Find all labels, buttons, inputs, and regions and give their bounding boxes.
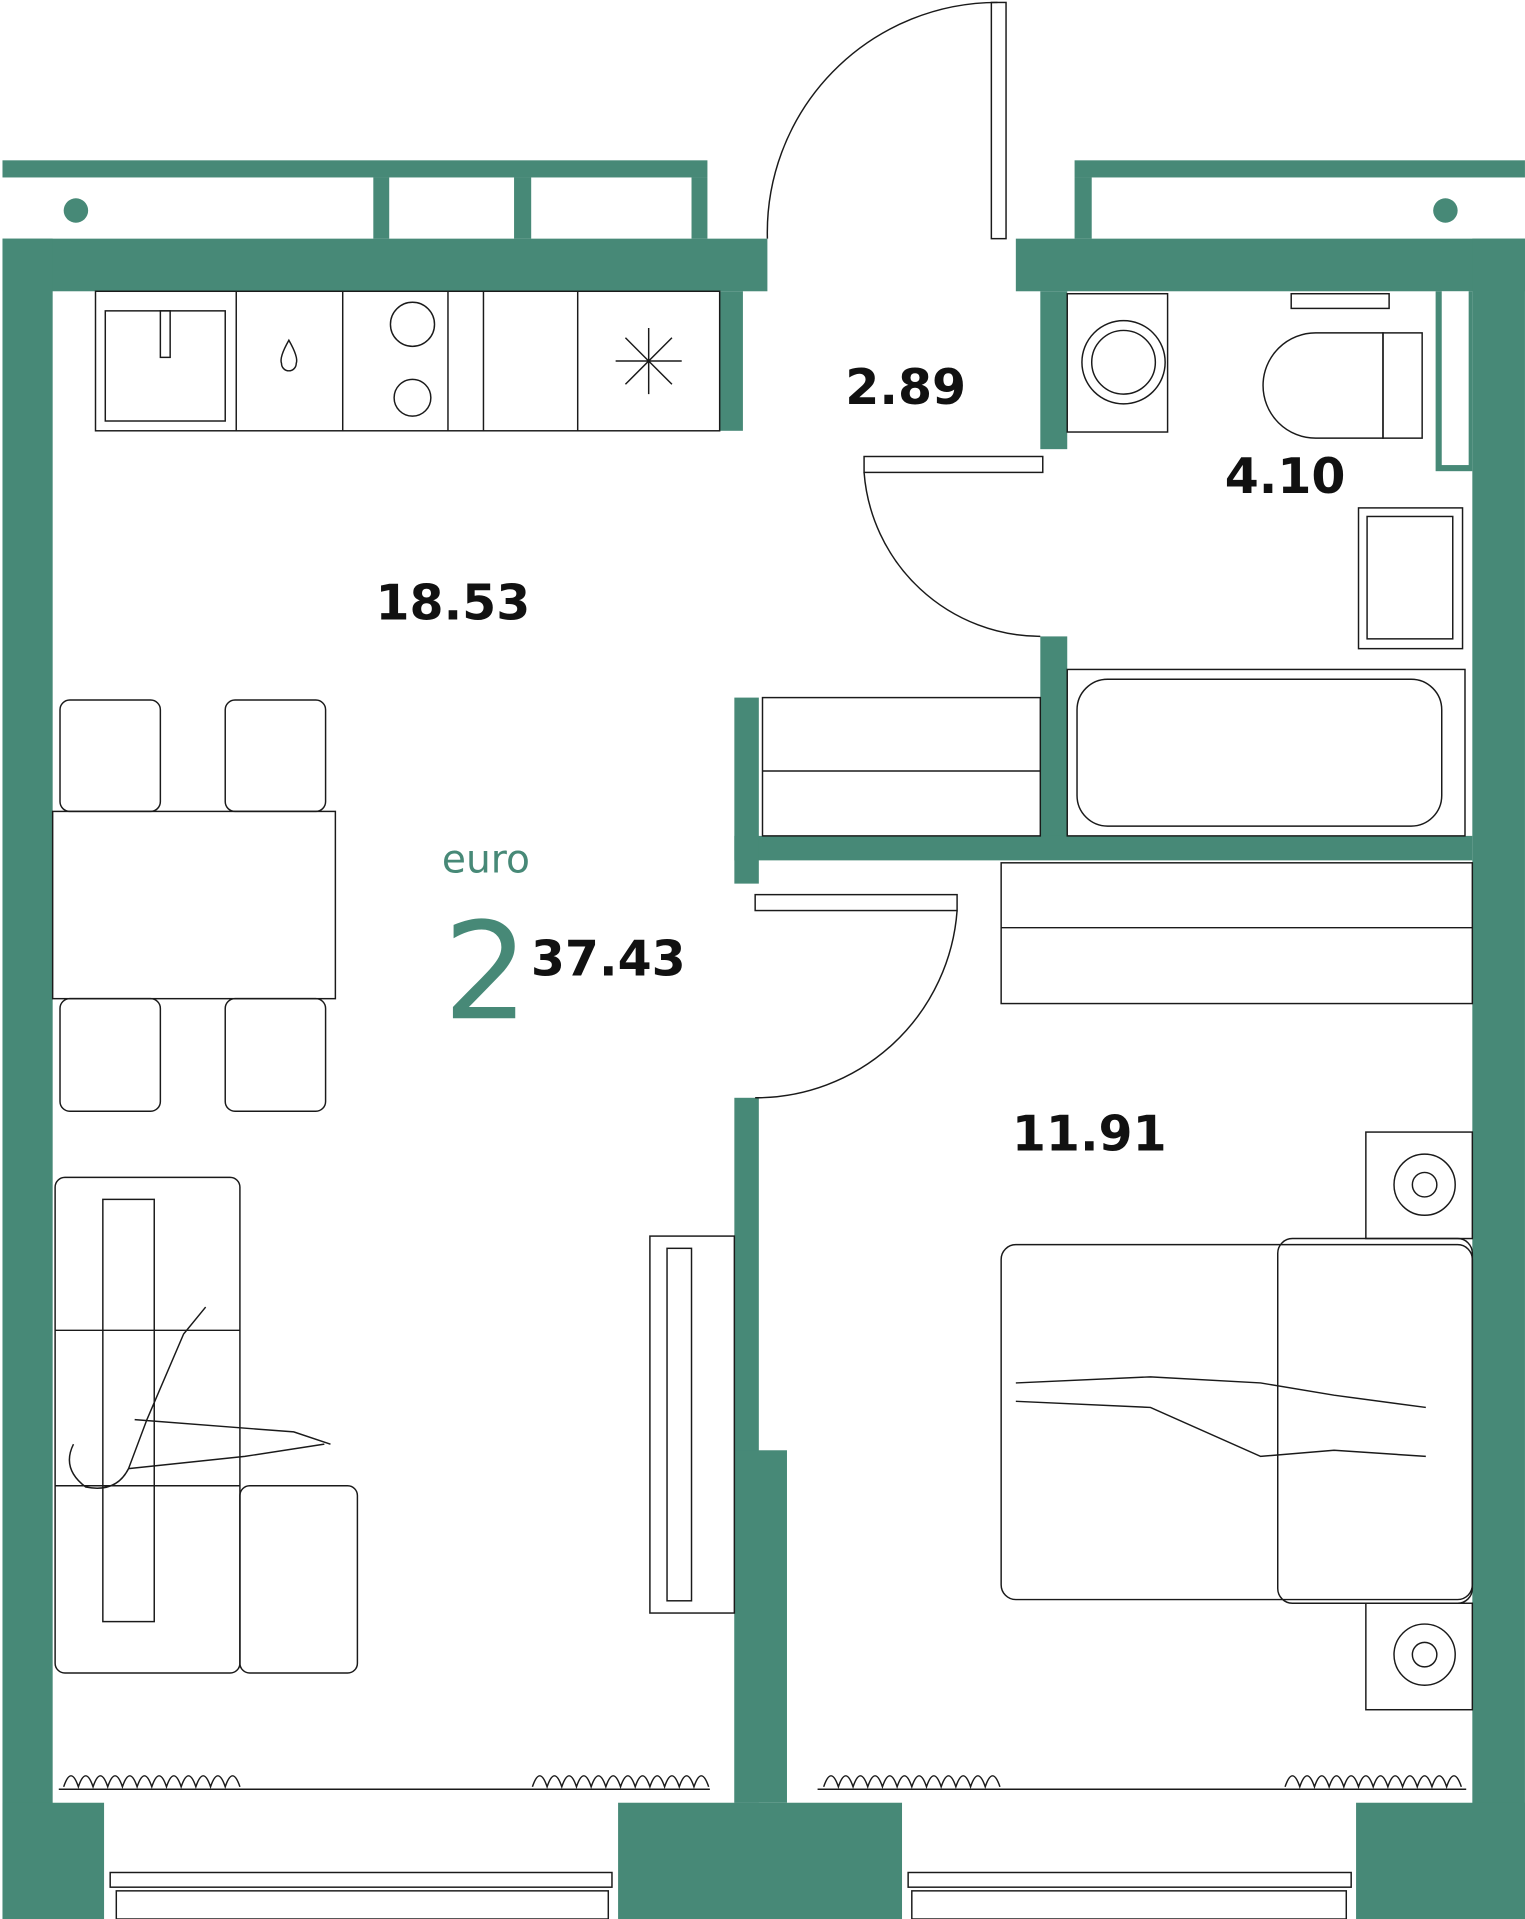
layout-type-label: euro: [442, 838, 530, 883]
sofa: [54, 1176, 359, 1674]
windows: [109, 1871, 1352, 1919]
bathroom-fixtures: [1066, 292, 1466, 837]
kitchen-furniture: [94, 290, 721, 432]
doors: [754, 1, 1044, 1099]
bedroom-area: 11.91: [1012, 1105, 1167, 1162]
walls: [2, 160, 1525, 1919]
rooms-count: 2: [443, 893, 529, 1050]
radiators: [58, 1775, 1467, 1791]
total-area: 37.43: [531, 930, 686, 987]
bathroom-area: 4.10: [1225, 448, 1346, 505]
kitchen-living-area: 18.53: [375, 574, 530, 631]
tv-stand: [649, 1235, 736, 1614]
wardrobes: [761, 696, 1474, 1005]
dining-table: [51, 699, 337, 1112]
hallway-area: 2.89: [845, 359, 966, 416]
bed: [1000, 1131, 1474, 1711]
